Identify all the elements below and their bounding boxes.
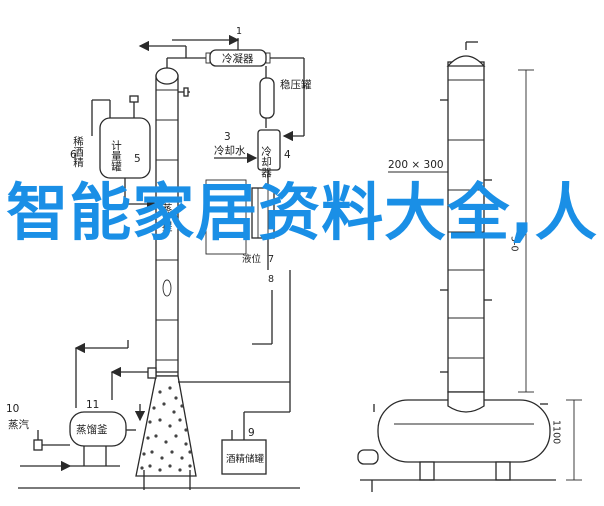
- extract-label: 提: [162, 221, 173, 233]
- column-dimension-label: 200 × 300: [388, 159, 444, 171]
- alcohol-tank-label: 酒精储罐: [226, 453, 265, 465]
- steam-number: 10: [6, 403, 19, 415]
- receiver-height-label: 1100: [551, 420, 562, 444]
- steam-label: 蒸汽: [8, 418, 29, 431]
- page-headline: 智能家居资料大全,人: [6, 176, 598, 249]
- port-number-1: 1: [236, 26, 242, 37]
- cooling-water-label: 冷却水: [214, 144, 246, 157]
- surge-tank-label: 稳压罐: [280, 78, 312, 91]
- condenser-label: 冷凝器: [222, 52, 254, 65]
- cooling-water-number: 3: [224, 131, 231, 143]
- liquid-level-label: 液位: [242, 253, 262, 265]
- receiver-tank: 1100: [357, 391, 582, 492]
- evaporator-number: 11: [86, 399, 99, 411]
- distillation-column: [135, 62, 197, 490]
- condenser: 冷凝器 1: [138, 26, 305, 142]
- liquid-level-number: 7: [268, 254, 274, 265]
- alcohol-storage-tank: 酒精储罐 9: [221, 382, 291, 475]
- metering-tank-number: 5: [134, 153, 141, 165]
- tower-height-label: 5-0: [509, 236, 520, 252]
- port-number-8: 8: [268, 274, 274, 285]
- cooler: 冷却器 4 3 冷却水: [214, 129, 291, 188]
- evaporator-tank-label: 蒸馏釜: [76, 423, 108, 436]
- packing-dots: [140, 386, 192, 472]
- dilute-alcohol-label: 稀酒精: [72, 135, 84, 168]
- alcohol-tank-number: 9: [248, 427, 255, 439]
- heating-section: 蒸 提 液位 7 8: [162, 179, 275, 345]
- evaporation-label: 蒸: [162, 203, 173, 215]
- evaporator-tank: 蒸馏釜 11 10 蒸汽: [6, 399, 136, 472]
- tall-column: 200 × 300 5-0: [388, 41, 534, 393]
- metering-tank-label: 计量罐: [110, 139, 122, 172]
- cooler-number: 4: [284, 149, 291, 161]
- metering-tank: 计量罐 5 6 稀酒精: [70, 95, 158, 210]
- cooler-label: 冷却器: [260, 145, 272, 178]
- dilute-alcohol-number: 6: [70, 149, 77, 161]
- surge-tank: 稳压罐: [259, 77, 312, 128]
